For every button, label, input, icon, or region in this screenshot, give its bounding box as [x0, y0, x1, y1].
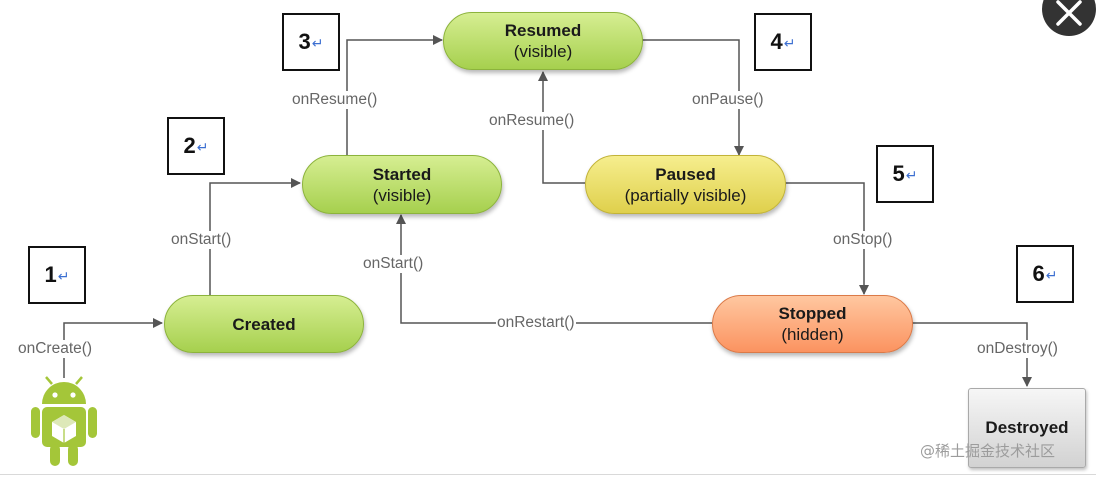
arrow-onstart [209, 178, 301, 295]
state-started: Started (visible) [302, 155, 502, 214]
state-subtitle: (partially visible) [624, 185, 747, 205]
return-symbol: ↵ [57, 267, 70, 284]
step-number: 2 [183, 133, 196, 158]
state-title: Destroyed [985, 418, 1069, 437]
label-oncreate: onCreate() [17, 340, 94, 358]
arrow-ondestroy [911, 322, 1032, 387]
arrow-onresume [346, 35, 443, 155]
step-marker-1: 1↵ [28, 246, 86, 304]
return-symbol: ↵ [783, 34, 796, 51]
return-symbol: ↵ [196, 138, 209, 155]
step-number: 6 [1032, 261, 1045, 286]
state-subtitle: (hidden) [781, 325, 844, 344]
step-number: 3 [298, 29, 311, 54]
state-resumed: Resumed (visible) [443, 12, 643, 70]
state-destroyed: Destroyed [968, 388, 1086, 468]
arrow-oncreate [63, 318, 163, 378]
step-number: 1 [44, 262, 57, 287]
state-subtitle: (visible) [513, 42, 573, 61]
watermark: @稀土掘金技术社区 [920, 442, 1056, 460]
state-title: Resumed [504, 21, 582, 40]
label-onstart-from-stopped: onStart() [362, 255, 425, 273]
state-title: Created [232, 314, 296, 334]
step-marker-5: 5↵ [876, 145, 934, 203]
label-onpause: onPause() [691, 91, 765, 109]
android-robot-icon [31, 376, 97, 466]
step-marker-4: 4↵ [754, 13, 812, 71]
arrow-onrestart [396, 214, 712, 324]
divider [0, 474, 1096, 475]
state-stopped: Stopped (hidden) [712, 295, 913, 353]
state-created: Created [164, 295, 364, 353]
label-onresume-from-paused: onResume() [488, 112, 576, 130]
state-title: Stopped [778, 304, 847, 323]
arrow-onstop [784, 182, 869, 295]
label-onrestart: onRestart() [496, 314, 576, 332]
label-onstop: onStop() [832, 231, 894, 249]
label-onstart: onStart() [170, 231, 233, 249]
state-paused: Paused (partially visible) [585, 155, 786, 214]
return-symbol: ↵ [905, 166, 918, 183]
close-icon [1056, 0, 1082, 26]
arrow-onresume-from-paused [538, 71, 585, 184]
step-marker-3: 3↵ [282, 13, 340, 71]
label-ondestroy: onDestroy() [976, 340, 1059, 358]
step-marker-6: 6↵ [1016, 245, 1074, 303]
state-title: Paused [655, 164, 716, 184]
step-number: 5 [892, 161, 905, 186]
return-symbol: ↵ [311, 34, 324, 51]
step-number: 4 [770, 29, 783, 54]
step-marker-2: 2↵ [167, 117, 225, 175]
close-button[interactable] [1042, 0, 1096, 36]
arrow-onpause [641, 39, 744, 156]
state-subtitle: (visible) [372, 185, 432, 205]
state-title: Started [372, 164, 432, 184]
return-symbol: ↵ [1045, 266, 1058, 283]
label-onresume: onResume() [291, 91, 379, 109]
